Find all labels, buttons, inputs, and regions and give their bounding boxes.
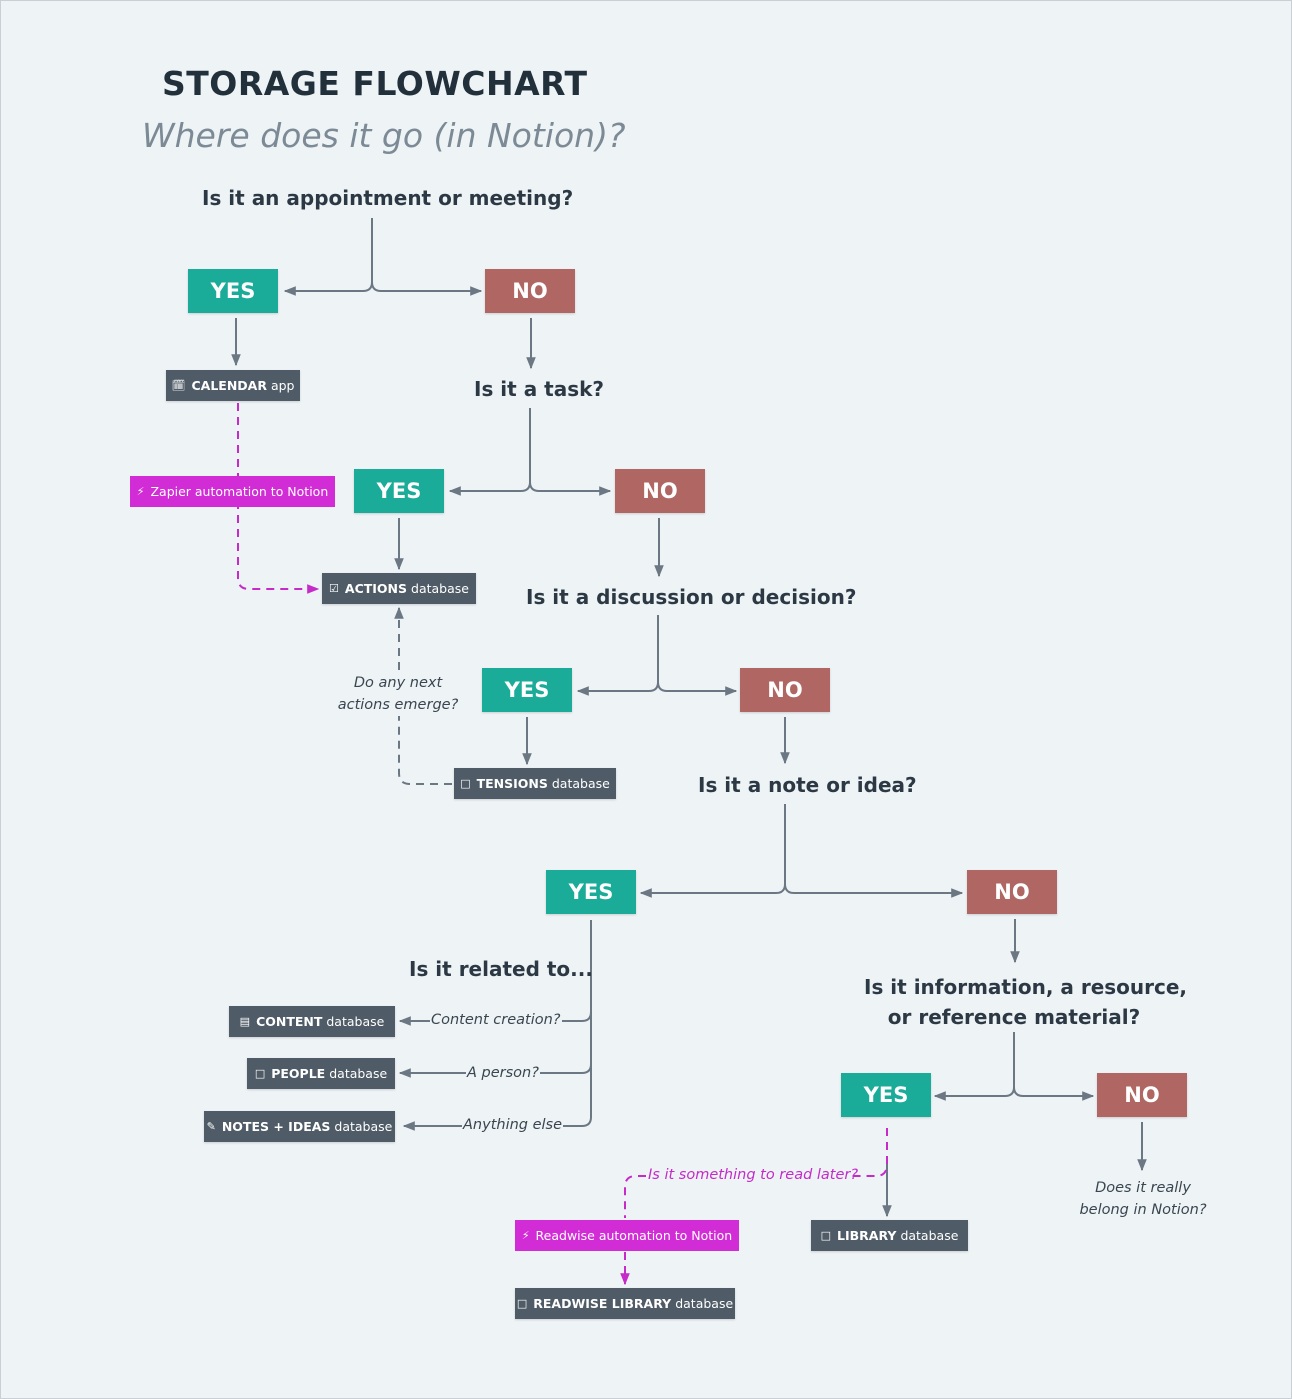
readwise-library-database-box: □ READWISE LIBRARY database xyxy=(515,1288,735,1319)
readwise-label: Readwise automation to Notion xyxy=(535,1228,733,1243)
zapier-label: Zapier automation to Notion xyxy=(150,484,329,499)
library-suffix: database xyxy=(900,1228,959,1243)
actions-name: ACTIONS xyxy=(344,581,408,596)
question-information: Is it information, a resource, or refere… xyxy=(864,972,1188,1032)
content-database-box: ▤ CONTENT database xyxy=(229,1006,395,1037)
actions-database-box: ☑ ACTIONS database xyxy=(322,573,476,604)
yes-box-task: YES xyxy=(354,469,444,513)
people-name: PEOPLE xyxy=(271,1066,326,1081)
content-name: CONTENT xyxy=(256,1014,323,1029)
label-a-person: A person? xyxy=(466,1065,540,1081)
library-database-box: □ LIBRARY database xyxy=(811,1220,968,1251)
pencil-icon: ✎ xyxy=(206,1120,216,1133)
calendar-app-box: 🗓 CALENDAR app xyxy=(166,370,300,401)
belong-line2: belong in Notion? xyxy=(1079,1202,1207,1218)
next-actions-note: Do any next actions emerge? xyxy=(336,672,460,716)
people-database-box: □ PEOPLE database xyxy=(247,1058,395,1089)
square-icon: □ xyxy=(460,777,471,790)
square-icon: □ xyxy=(254,1067,266,1080)
page-subtitle: Where does it go (in Notion)? xyxy=(142,116,626,155)
question-note-idea: Is it a note or idea? xyxy=(698,773,917,797)
question-task: Is it a task? xyxy=(474,377,605,401)
page-title: STORAGE FLOWCHART xyxy=(162,64,588,103)
lightning-icon: ⚡ xyxy=(136,485,145,498)
question-discussion: Is it a discussion or decision? xyxy=(526,585,857,609)
question-information-line2: or reference material? xyxy=(887,1005,1141,1029)
no-box-task: NO xyxy=(615,469,705,513)
calendar-suffix: app xyxy=(270,378,295,393)
yes-box-note-idea: YES xyxy=(546,870,636,914)
zapier-automation-box: ⚡ Zapier automation to Notion xyxy=(130,476,335,507)
document-icon: ▤ xyxy=(239,1015,251,1028)
label-anything-else: Anything else xyxy=(462,1117,564,1133)
label-content-creation: Content creation? xyxy=(430,1012,562,1028)
read-later-note: Is it something to read later? xyxy=(648,1167,859,1183)
tensions-suffix: database xyxy=(551,776,610,791)
question-related-to: Is it related to... xyxy=(409,957,593,981)
tensions-database-box: □ TENSIONS database xyxy=(454,768,616,799)
yes-box-information: YES xyxy=(841,1073,931,1117)
tensions-name: TENSIONS xyxy=(476,776,548,791)
no-box-appointment: NO xyxy=(485,269,575,313)
lightning-icon: ⚡ xyxy=(521,1229,530,1242)
readwise-automation-box: ⚡ Readwise automation to Notion xyxy=(515,1220,739,1251)
library-name: LIBRARY xyxy=(837,1228,897,1243)
yes-box-discussion: YES xyxy=(482,668,572,712)
next-actions-line2: actions emerge? xyxy=(337,697,459,713)
no-box-note-idea: NO xyxy=(967,870,1057,914)
calendar-name: CALENDAR xyxy=(191,378,267,393)
notes-ideas-name: NOTES + IDEAS xyxy=(221,1119,331,1134)
question-appointment: Is it an appointment or meeting? xyxy=(202,186,574,210)
question-information-line1: Is it information, a resource, xyxy=(864,975,1188,999)
notes-ideas-suffix: database xyxy=(334,1119,393,1134)
next-actions-line1: Do any next xyxy=(353,675,443,691)
checkbox-icon: ☑ xyxy=(329,582,339,595)
readwise-library-suffix: database xyxy=(675,1296,734,1311)
no-box-discussion: NO xyxy=(740,668,830,712)
square-icon: □ xyxy=(516,1297,528,1310)
notes-ideas-database-box: ✎ NOTES + IDEAS database xyxy=(204,1111,395,1142)
belong-in-notion-note: Does it really belong in Notion? xyxy=(1078,1177,1208,1221)
actions-suffix: database xyxy=(411,581,469,596)
square-icon: □ xyxy=(820,1229,832,1242)
readwise-library-name: READWISE LIBRARY xyxy=(533,1296,672,1311)
belong-line1: Does it really xyxy=(1095,1180,1191,1196)
calendar-icon: 🗓 xyxy=(171,379,186,392)
people-suffix: database xyxy=(329,1066,388,1081)
content-suffix: database xyxy=(326,1014,385,1029)
yes-box-appointment: YES xyxy=(188,269,278,313)
no-box-information: NO xyxy=(1097,1073,1187,1117)
